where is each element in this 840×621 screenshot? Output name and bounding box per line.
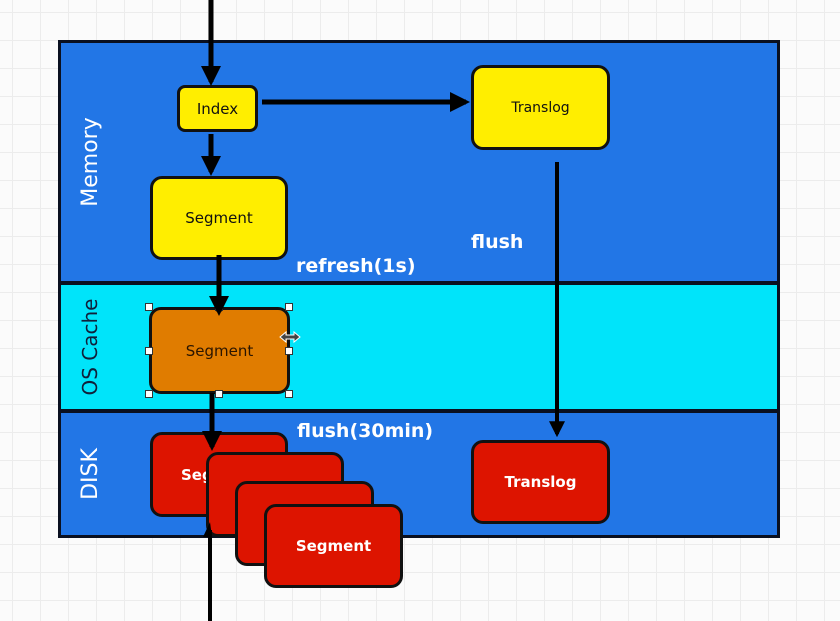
os-cache-layer-label: OS Cache [78, 298, 102, 396]
index-node[interactable]: Index [177, 85, 258, 132]
flush-30min-label: flush(30min) [297, 420, 434, 442]
resize-handle-se[interactable] [285, 390, 293, 398]
resize-handle-sw[interactable] [145, 390, 153, 398]
resize-handle-s[interactable] [215, 390, 223, 398]
memory-layer-label: Memory [78, 117, 103, 207]
refresh-label: refresh(1s) [296, 255, 416, 277]
segment-os-cache-label: Segment [185, 341, 254, 360]
resize-handle-e[interactable] [285, 347, 293, 355]
index-node-label: Index [196, 99, 239, 118]
segment-memory-node[interactable]: Segment [150, 176, 288, 260]
translog-memory-label: Translog [511, 99, 570, 116]
segment-os-cache-node[interactable]: Segment [149, 307, 290, 394]
translog-memory-node[interactable]: Translog [471, 65, 610, 150]
resize-handle-n[interactable] [215, 303, 223, 311]
segment-disk-label-4: Segment [295, 537, 372, 555]
translog-disk-label: Translog [504, 473, 577, 491]
resize-handle-ne[interactable] [285, 303, 293, 311]
segment-disk-node-4[interactable]: Segment [264, 504, 403, 588]
translog-disk-node[interactable]: Translog [471, 440, 610, 524]
segment-memory-label: Segment [185, 209, 253, 227]
flush-label: flush [471, 231, 524, 253]
resize-handle-nw[interactable] [145, 303, 153, 311]
resize-handle-w[interactable] [145, 347, 153, 355]
disk-layer-label: DISK [78, 448, 103, 500]
